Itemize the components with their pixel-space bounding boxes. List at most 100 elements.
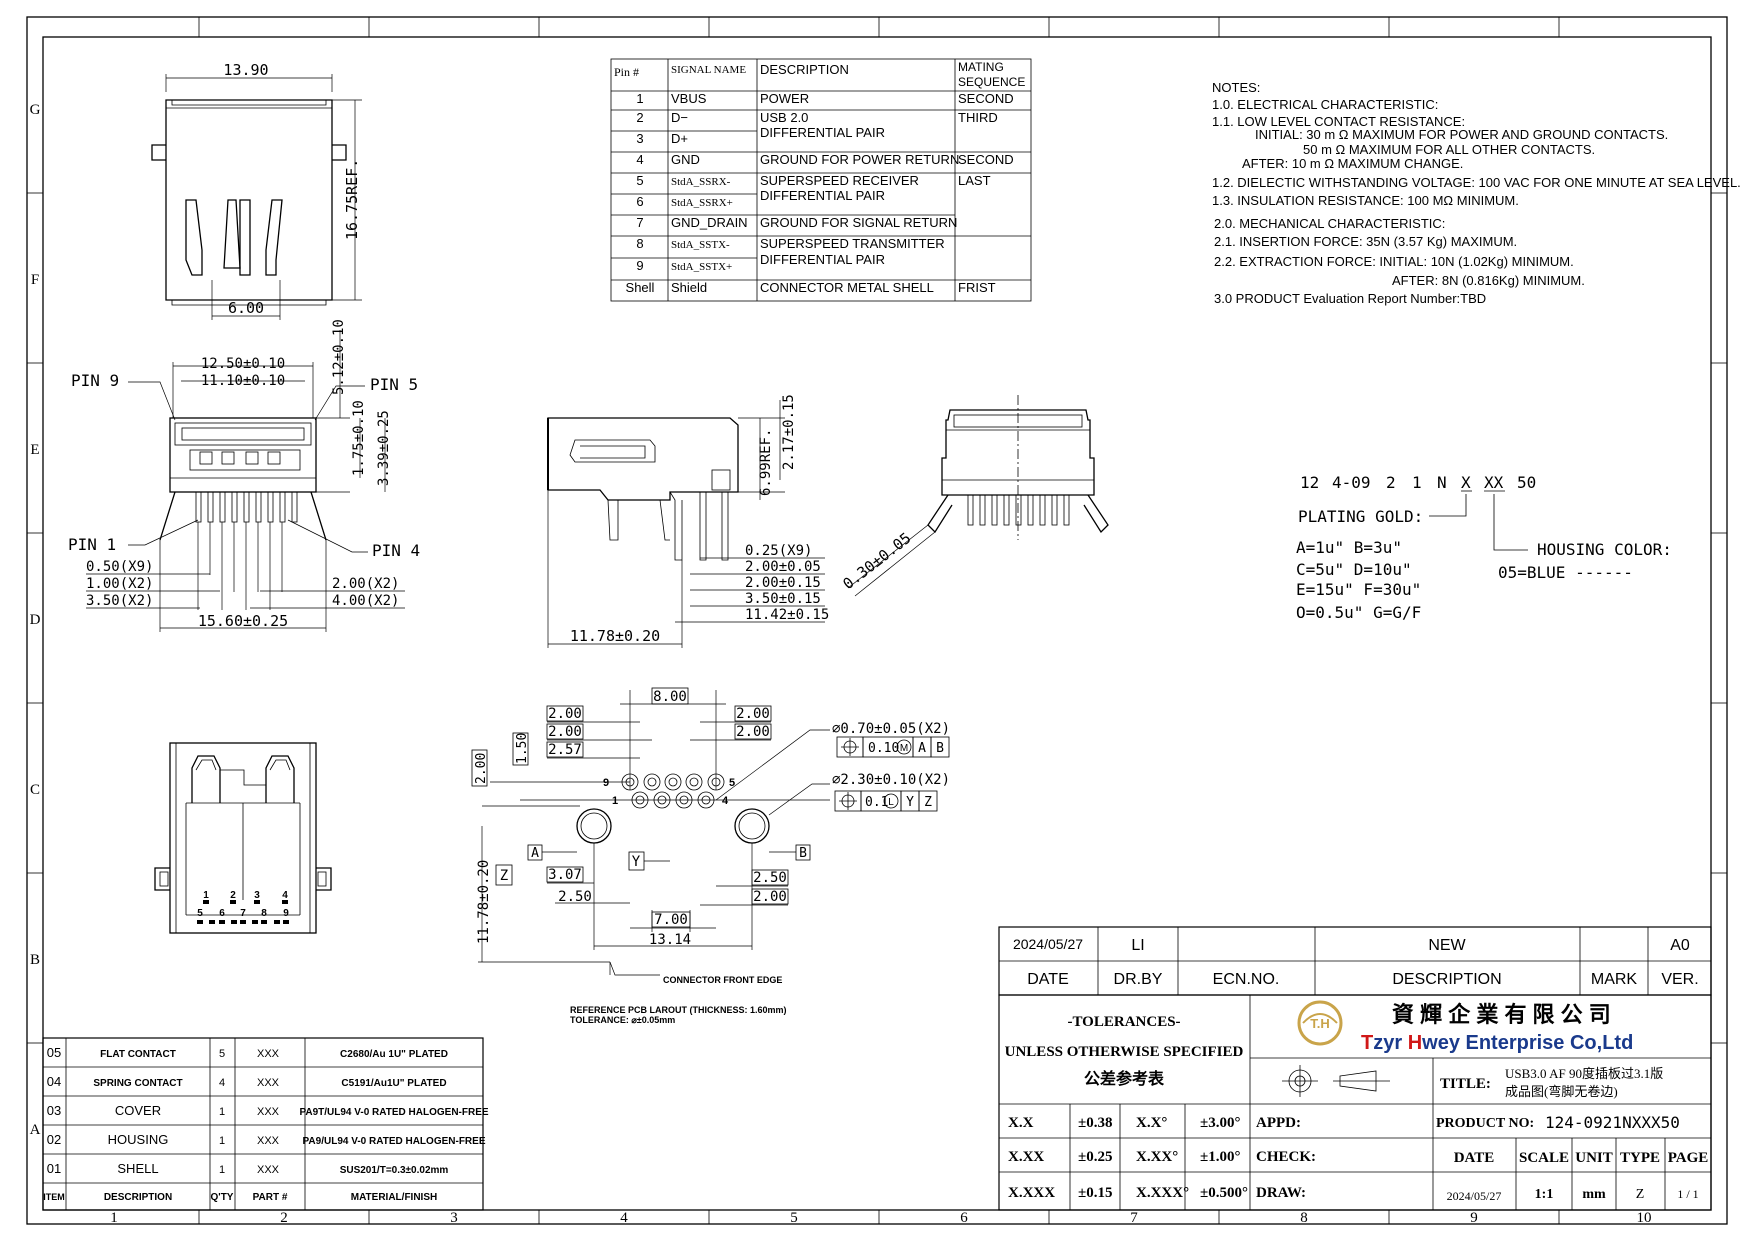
fcf2-datum-z: Z	[924, 795, 932, 810]
pcb-pad	[707, 773, 725, 791]
tolerance-note: TOLERANCE: ⌀±0.05mm	[570, 1015, 675, 1025]
fcf1-datum-b: B	[936, 741, 944, 756]
pin-number: 9	[636, 258, 643, 273]
note-line: 2.1. INSERTION FORCE: 35N (3.57 Kg) MAXI…	[1214, 234, 1517, 249]
dim-s8: 11.78±0.20	[570, 627, 660, 645]
pcb-dim-200v: 2.00	[474, 753, 489, 784]
rev-mark-label: MARK	[1591, 971, 1638, 988]
bom-item: 03	[47, 1103, 61, 1118]
pin-num: 4	[282, 890, 288, 901]
view-bottom: 1 2 3 4 5 6 7 8 9	[154, 742, 332, 934]
pin-number: 5	[636, 173, 643, 188]
appd-label: APPD:	[1256, 1115, 1301, 1131]
bom-desc: FLAT CONTACT	[100, 1049, 176, 1060]
rev-desc-label: DESCRIPTION	[1392, 971, 1501, 988]
pin-signal: GND_DRAIN	[671, 215, 748, 230]
foot-label-unit: UNIT	[1575, 1150, 1613, 1166]
foot-value-scale: 1:1	[1535, 1187, 1554, 1202]
pin-num: 8	[261, 908, 267, 919]
dim-p1560: 15.60±0.25	[198, 612, 288, 630]
dim-w2: 11.10±0.10	[201, 373, 285, 389]
dim-p100: 1.00(X2)	[86, 576, 153, 592]
note-line: 3.0 PRODUCT Evaluation Report Number:TBD	[1214, 291, 1486, 306]
pin-number: Shell	[626, 280, 655, 295]
label-pin9: PIN 9	[71, 371, 119, 390]
row-label: F	[31, 272, 39, 288]
notes-block: NOTES:1.0. ELECTRICAL CHARACTERISTIC:1.1…	[1212, 80, 1741, 306]
code-2: 2	[1386, 473, 1396, 492]
title-block: -TOLERANCES- UNLESS OTHERWISE SPECIFIED …	[998, 994, 1712, 1211]
pin-num: 5	[197, 908, 203, 919]
rev-date-label: DATE	[1027, 971, 1068, 988]
rev-date-value: 2024/05/27	[1013, 936, 1083, 952]
dim-s1: 6.99REF.	[758, 429, 774, 496]
housing-opt: 05=BLUE ------	[1498, 563, 1633, 582]
pcb-dim-200c: 2.00	[736, 706, 770, 722]
code-50: 50	[1517, 473, 1536, 492]
foot-label-page: PAGE	[1668, 1150, 1709, 1166]
code-1: 1	[1412, 473, 1422, 492]
bom-item: 02	[47, 1132, 61, 1147]
pin-signal: Shield	[671, 280, 707, 295]
pin-signal: VBUS	[671, 91, 707, 106]
pin-num: 6	[219, 908, 225, 919]
pin-desc: DIFFERENTIAL PAIR	[760, 125, 885, 140]
dim-width: 13.90	[223, 61, 268, 79]
pin-desc: GROUND FOR SIGNAL RETURN	[760, 215, 957, 230]
label-pin4: PIN 4	[372, 541, 420, 560]
col-label: 4	[620, 1210, 628, 1226]
dim-p050: 0.50(X9)	[86, 559, 153, 575]
pad-label: 1	[612, 795, 618, 807]
pcb-dim-200b: 2.00	[548, 724, 582, 740]
dim-h2: 1.75±0.10	[351, 400, 367, 476]
pin-table: Pin # SIGNAL NAME DESCRIPTION MATING SEQ…	[610, 58, 1032, 302]
rev-ver-value: A0	[1670, 937, 1690, 954]
row-label: A	[30, 1122, 41, 1138]
dim-h3: 3.39±0.25	[376, 410, 392, 486]
title-line1: USB3.0 AF 90度插板过3.1版	[1505, 1066, 1663, 1081]
row-label: G	[30, 102, 41, 118]
pcb-pad	[653, 791, 671, 809]
dim-s4: 2.00±0.05	[745, 559, 821, 575]
pad-label: 9	[603, 777, 609, 789]
bom-header-desc: DESCRIPTION	[104, 1192, 172, 1203]
title-line2: 成品图(弯脚无卷边)	[1505, 1084, 1618, 1099]
pin-seq: THIRD	[958, 110, 998, 125]
pcb-layout: 8.00 2.00 2.00 2.57 2.00 2.00 1.50 2.00 …	[471, 687, 950, 1025]
pin-table-header-seq: MATING	[958, 60, 1004, 74]
zone-ticks	[27, 17, 1727, 1224]
plating-opt-4: O=0.5u" G=G/F	[1296, 603, 1421, 622]
bom-desc: SHELL	[117, 1161, 158, 1176]
pin-seq: SECOND	[958, 152, 1014, 167]
col-label: 5	[790, 1210, 798, 1226]
pin-seq: LAST	[958, 173, 991, 188]
tol-angle: X.XX°	[1136, 1149, 1178, 1165]
foot-value-type: Z	[1636, 1187, 1645, 1202]
pin-num: 9	[283, 908, 289, 919]
company-logo-icon	[1297, 1000, 1343, 1046]
pin-desc: POWER	[760, 91, 809, 106]
pin-signal: StdA_SSRX-	[671, 176, 731, 188]
plating-opt-1: A=1u" B=3u"	[1296, 538, 1402, 557]
tol-val: ±0.38	[1078, 1115, 1112, 1131]
tol-dim: X.XXX	[1008, 1185, 1055, 1201]
pin-num: 3	[254, 890, 260, 901]
pin-number: 1	[636, 91, 643, 106]
foot-label-type: TYPE	[1620, 1150, 1660, 1166]
pcb-dim-800: 8.00	[653, 689, 687, 705]
pin-table-header-pin: Pin #	[614, 65, 639, 79]
pin-number: 7	[636, 215, 643, 230]
note-line: NOTES:	[1212, 80, 1260, 95]
dim-height: 16.75REF.	[343, 159, 361, 240]
pin-desc: SUPERSPEED RECEIVER	[760, 173, 919, 188]
col-label: 1	[110, 1210, 118, 1226]
bom-material: C2680/Au 1U" PLATED	[340, 1049, 448, 1060]
pcb-pad	[621, 773, 639, 791]
col-label: 6	[960, 1210, 968, 1226]
datum-a: A	[531, 846, 539, 861]
foot-value-date: 2024/05/27	[1447, 1189, 1502, 1203]
row-label: E	[30, 442, 39, 458]
